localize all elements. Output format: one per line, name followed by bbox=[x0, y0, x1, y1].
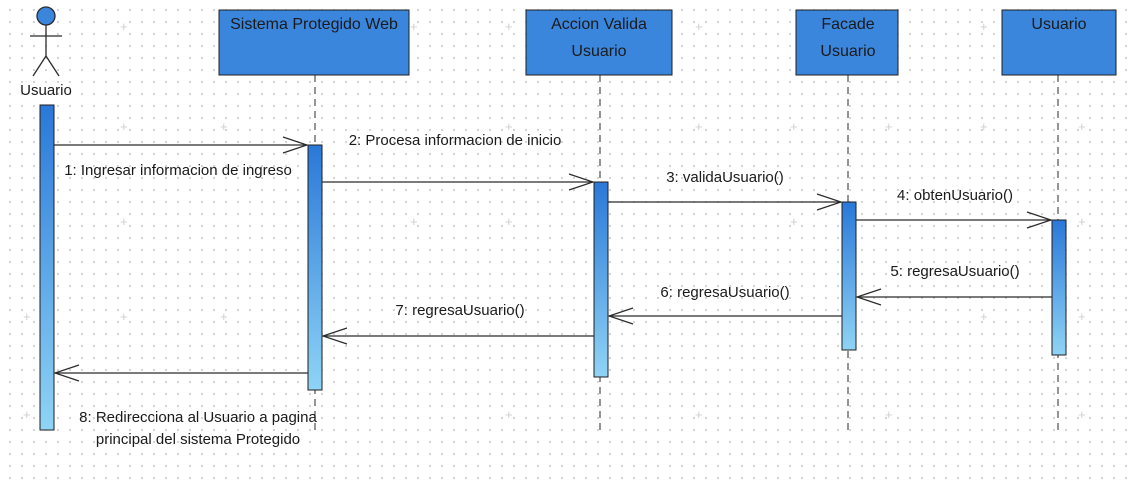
activation-bar-sistema bbox=[307, 144, 323, 391]
message-arrow-6[interactable] bbox=[607, 307, 842, 325]
message-label-1: 1: Ingresar informacion de ingreso bbox=[64, 162, 292, 179]
message-arrow-4[interactable] bbox=[856, 211, 1053, 229]
activation-bar-accion bbox=[593, 181, 609, 378]
grid-marker: + bbox=[885, 119, 893, 134]
message-label-3: 3: validaUsuario() bbox=[666, 169, 784, 186]
message-arrow-3[interactable] bbox=[608, 193, 843, 211]
grid-marker: + bbox=[23, 407, 31, 422]
grid-marker: + bbox=[505, 119, 513, 134]
actor-stick-figure-icon bbox=[30, 6, 62, 77]
grid-marker: + bbox=[1078, 214, 1086, 229]
grid-marker: + bbox=[220, 309, 228, 324]
lifeline-title-facade: Facade Usuario bbox=[820, 16, 876, 60]
grid-marker: + bbox=[1078, 119, 1086, 134]
grid-marker: + bbox=[120, 19, 128, 34]
activation-bar-facade bbox=[841, 201, 857, 351]
grid-marker: + bbox=[120, 214, 128, 229]
grid-marker: + bbox=[23, 309, 31, 324]
grid-marker: + bbox=[120, 309, 128, 324]
message-label-2: 2: Procesa informacion de inicio bbox=[348, 132, 562, 149]
lifeline-box-usuario[interactable] bbox=[1001, 9, 1117, 76]
grid-marker: + bbox=[885, 407, 893, 422]
message-label-5: 5: regresaUsuario() bbox=[890, 263, 1020, 280]
message-arrow-2[interactable] bbox=[322, 173, 595, 191]
lifeline-title-accion: Accion Valida Usuario bbox=[551, 16, 647, 60]
grid-marker: + bbox=[980, 309, 988, 324]
grid-marker: + bbox=[505, 19, 513, 34]
grid-marker: + bbox=[220, 119, 228, 134]
grid-marker: + bbox=[1078, 309, 1086, 324]
grid-marker: + bbox=[695, 407, 703, 422]
grid-marker: + bbox=[695, 119, 703, 134]
grid-marker: + bbox=[410, 19, 418, 34]
grid-marker: + bbox=[980, 119, 988, 134]
message-arrow-1[interactable] bbox=[54, 136, 309, 154]
message-label-4: 4: obtenUsuario() bbox=[897, 187, 1013, 204]
grid-marker: + bbox=[790, 119, 798, 134]
lifeline-box-accion[interactable] bbox=[525, 9, 673, 76]
grid-marker: + bbox=[120, 119, 128, 134]
message-label-7: 7: regresaUsuario() bbox=[395, 302, 525, 319]
lifeline-box-facade[interactable] bbox=[795, 9, 899, 76]
grid-marker: + bbox=[790, 214, 798, 229]
message-label-8: 8: Redirecciona al Usuario a pagina prin… bbox=[79, 409, 317, 448]
lifeline-box-sistema[interactable] bbox=[218, 9, 410, 76]
actor-label: Usuario bbox=[20, 82, 72, 99]
message-arrow-8[interactable] bbox=[53, 364, 308, 382]
grid-marker: + bbox=[505, 407, 513, 422]
message-label-6: 6: regresaUsuario() bbox=[660, 284, 790, 301]
message-arrow-7[interactable] bbox=[321, 327, 594, 345]
activation-bar-usuario bbox=[1051, 219, 1067, 356]
grid-marker: + bbox=[1078, 407, 1086, 422]
grid-marker: + bbox=[505, 214, 513, 229]
grid-marker: + bbox=[980, 19, 988, 34]
activation-bar-actor bbox=[39, 104, 55, 431]
lifeline-title-sistema: Sistema Protegido Web bbox=[230, 16, 398, 33]
lifeline-title-usuario: Usuario bbox=[1031, 16, 1087, 33]
grid-marker: + bbox=[410, 214, 418, 229]
grid-marker: + bbox=[695, 19, 703, 34]
message-arrow-5[interactable] bbox=[855, 288, 1052, 306]
